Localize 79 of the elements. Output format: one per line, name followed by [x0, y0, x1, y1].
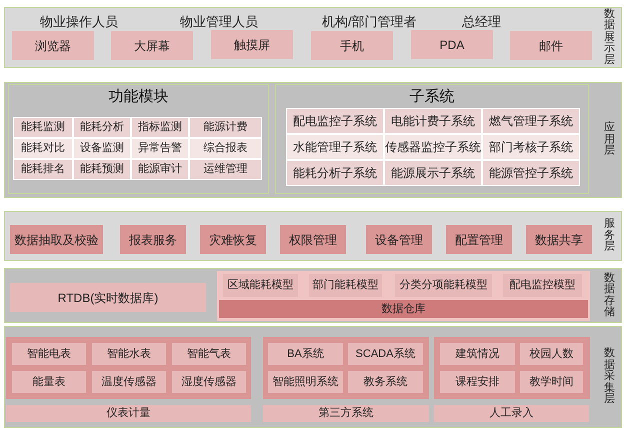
- module-box: RTDB(实时数据库): [10, 283, 206, 312]
- module-box: 大屏幕: [111, 31, 193, 60]
- layer-name: 数据存储: [604, 272, 615, 319]
- module-panel: [8, 84, 269, 194]
- module-box: 区域能耗模型: [223, 274, 298, 297]
- table-cell: 燃气管理子系统: [482, 108, 580, 134]
- layer-band: [4, 7, 622, 68]
- table-cell: 配电监控子系统: [286, 108, 384, 134]
- module-box: 人工录入: [434, 405, 589, 422]
- table-cell: 能源审计: [131, 159, 189, 180]
- role-label: 物业操作人员: [40, 13, 118, 31]
- layer-name: 数据展示层: [604, 8, 615, 66]
- module-box: 课程安排: [440, 371, 515, 393]
- module-box: 仪表计量: [6, 405, 251, 422]
- table-cell: 异常告警: [131, 138, 189, 159]
- table-cell: 能源计费: [189, 117, 262, 138]
- group-panel: [263, 337, 429, 399]
- role-label: 总经理: [462, 13, 501, 31]
- module-box: 权限管理: [280, 225, 346, 254]
- panel-title: 子系统: [408, 87, 456, 107]
- table-cell: 传感器监控子系统: [384, 134, 482, 160]
- table-cell: 电能计费子系统: [384, 108, 482, 134]
- module-box: 设备管理: [366, 225, 432, 254]
- module-box: 教务系统: [348, 371, 423, 393]
- module-box: PDA: [411, 30, 493, 59]
- module-box: 校园人数: [520, 343, 583, 365]
- module-box: 数据仓库: [219, 300, 588, 318]
- group-panel: [217, 271, 590, 321]
- module-box: SCADA系统: [348, 343, 423, 365]
- module-box: 部门能耗模型: [309, 274, 382, 297]
- table-cell: 指标监测: [131, 117, 189, 138]
- layer-name: 数据采集层: [604, 348, 615, 406]
- role-label: 物业管理人员: [180, 13, 258, 31]
- table-cell: 能耗分析: [73, 117, 131, 138]
- module-box: 浏览器: [12, 31, 94, 60]
- module-box: 智能气表: [172, 343, 246, 365]
- module-box: 数据抽取及校验: [10, 225, 103, 254]
- module-box: 灾难恢复: [200, 225, 266, 254]
- table-cell: 运维管理: [189, 159, 262, 180]
- layer-name: 应用层: [604, 122, 615, 158]
- table-cell: 综合报表: [189, 138, 262, 159]
- module-box: 报表服务: [120, 225, 186, 254]
- table-cell: 能耗对比: [13, 138, 73, 159]
- role-label: 机构/部门管理者: [322, 13, 417, 31]
- table-cell: 能源展示子系统: [384, 160, 482, 186]
- panel-title: 功能模块: [108, 87, 170, 107]
- module-box: 邮件: [510, 31, 592, 60]
- table-cell: 能耗预测: [73, 159, 131, 180]
- module-box: 数据共享: [526, 225, 592, 254]
- module-box: 智能电表: [12, 343, 86, 365]
- module-box: 配置管理: [446, 225, 512, 254]
- module-box: 配电监控模型: [503, 274, 582, 297]
- table-cell: 部门考核子系统: [482, 134, 580, 160]
- table-cell: 水能管理子系统: [286, 134, 384, 160]
- table-cell: 能耗分析子系统: [286, 160, 384, 186]
- layer-name: 服务层: [604, 218, 615, 254]
- module-box: 温度传感器: [92, 371, 166, 393]
- module-box: 触摸屏: [211, 30, 293, 59]
- table-cell: 能耗监测: [13, 117, 73, 138]
- module-box: 湿度传感器: [172, 371, 246, 393]
- module-box: 教学时间: [520, 371, 583, 393]
- table-cell: 设备监测: [73, 138, 131, 159]
- module-panel: [275, 84, 589, 194]
- table-cell: 能源管控子系统: [482, 160, 580, 186]
- layer-band: [4, 268, 622, 323]
- module-box: 智能照明系统: [268, 371, 343, 393]
- module-box: 手机: [311, 31, 393, 60]
- group-panel: [434, 337, 590, 399]
- layer-band: [4, 82, 622, 198]
- module-box: 第三方系统: [263, 405, 429, 422]
- group-panel: [6, 337, 251, 399]
- layer-band: [4, 326, 622, 428]
- module-box: BA系统: [268, 343, 343, 365]
- module-box: 建筑情况: [440, 343, 515, 365]
- table-cell: 能耗排名: [13, 159, 73, 180]
- module-box: 能量表: [12, 371, 86, 393]
- module-box: 分类分项能耗模型: [395, 274, 492, 297]
- module-box: 智能水表: [92, 343, 166, 365]
- layer-band: [4, 211, 622, 261]
